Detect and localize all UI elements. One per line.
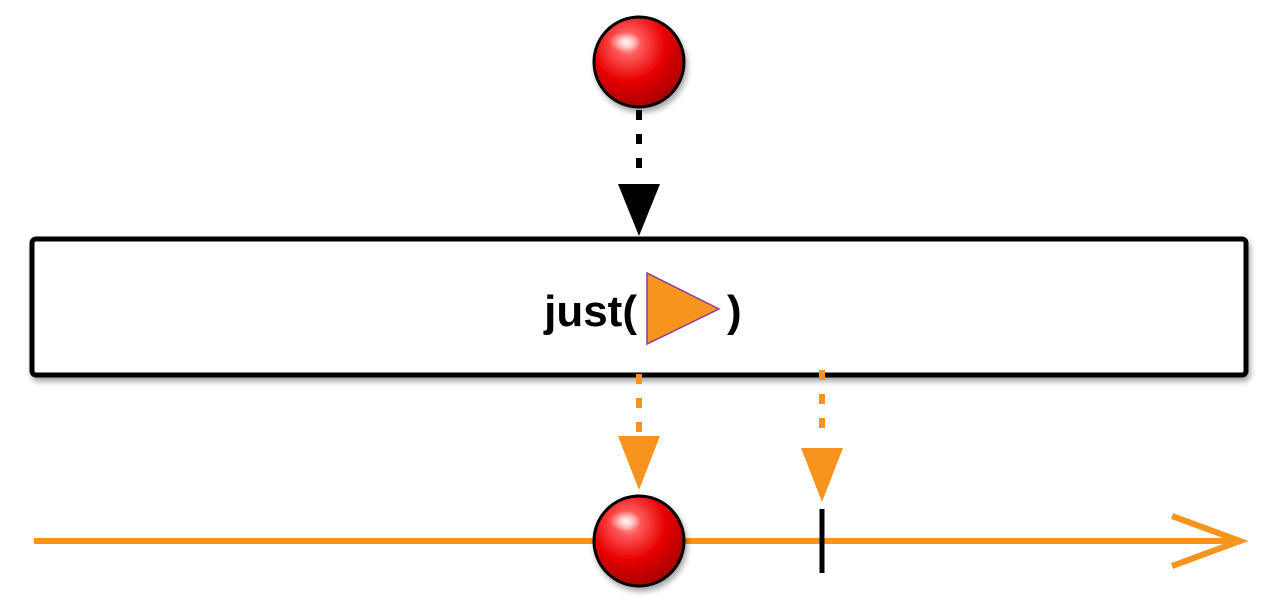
operator-suffix: )	[727, 287, 742, 336]
red-sphere-icon	[592, 494, 686, 588]
input-item	[592, 15, 686, 109]
completion-arrow	[801, 370, 843, 502]
emitted-item	[592, 494, 686, 588]
arrow-down-icon	[801, 448, 843, 502]
arrow-down-icon	[618, 436, 660, 490]
arrow-down-icon	[618, 184, 660, 236]
orange-triangle-icon	[646, 271, 721, 346]
red-sphere-icon	[592, 15, 686, 109]
operator-label: just( )	[543, 271, 742, 346]
emission-arrow	[618, 374, 660, 490]
timeline-arrowhead-icon	[1170, 513, 1249, 569]
operator-prefix: just(	[543, 287, 637, 336]
operator-box	[29, 236, 1249, 378]
input-arrow	[618, 110, 660, 236]
